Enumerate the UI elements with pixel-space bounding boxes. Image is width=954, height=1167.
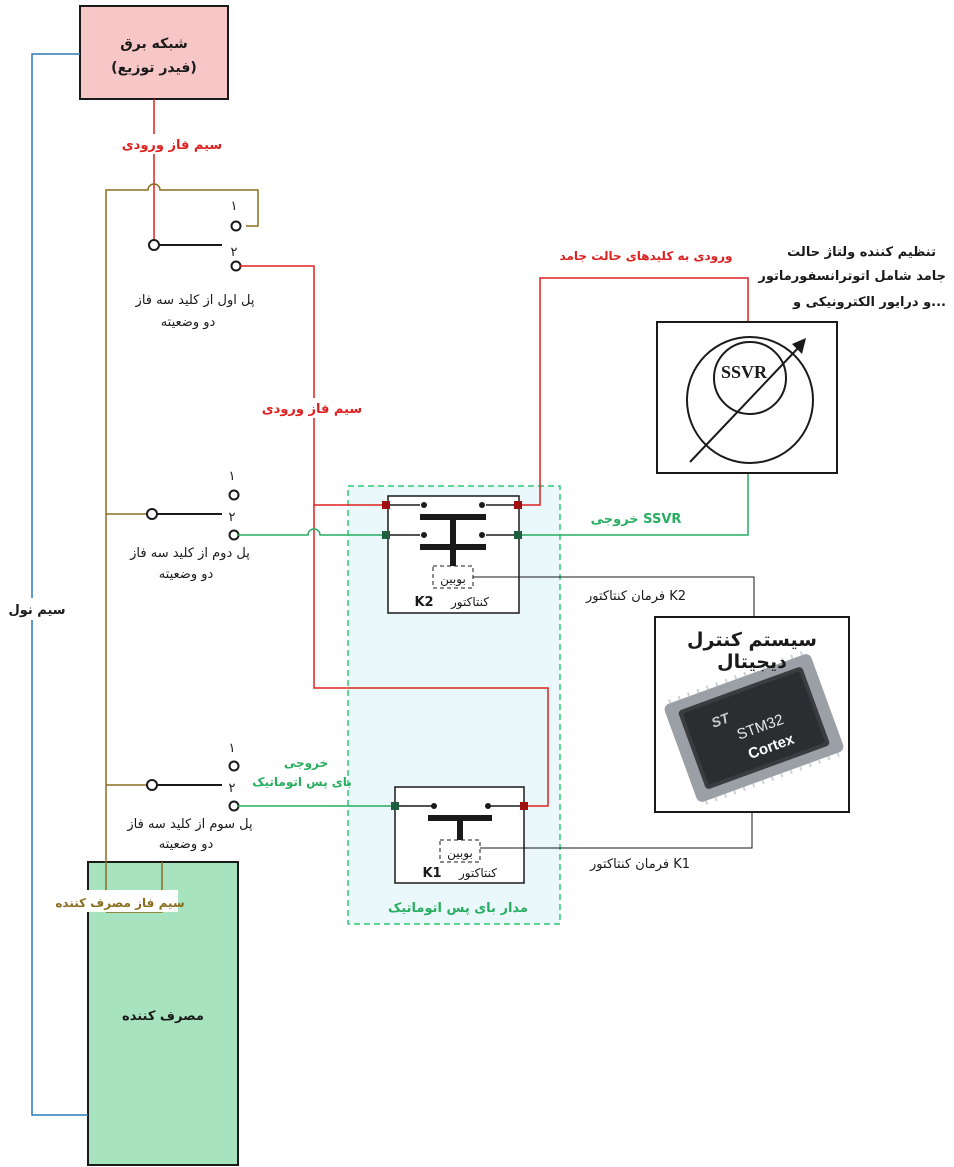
switch-pole-1-terminal-2 — [230, 260, 242, 272]
switch-pole-1-common-terminal — [148, 239, 160, 251]
digital-control-system: ST STM32 Cortex سیستم کنترل دیجیتال — [654, 616, 850, 813]
switch-pole-2-common-terminal — [146, 508, 158, 520]
ssvr-block: SSVR — [656, 321, 838, 474]
contactor-k2-terminal-br — [514, 531, 522, 539]
ssvr-input-wire — [518, 277, 749, 506]
ssvr-title: SSVR — [721, 362, 768, 382]
bypass-output-label-line2: بای پس اتوماتیک — [252, 775, 352, 790]
switch-pole-1-pos2-label: ۲ — [231, 245, 238, 260]
phase-input-label-mid: سیم فاز ورودی — [262, 402, 362, 417]
contactor-k1-coil — [439, 839, 481, 863]
phase-input-distribution-wire — [240, 265, 386, 506]
switch-pole-2-terminal-2 — [228, 529, 240, 541]
contactor-k1-terminal-l — [391, 802, 399, 810]
contactor-k2-label: کنتاکتور — [450, 595, 489, 610]
ssvr-input-label: ورودی به کلیدهای حالت جامد — [560, 249, 733, 264]
ssvr-desc-line2: جامد شامل اتوترانسفورماتور — [757, 269, 946, 284]
ssvr-desc-line1: تنظیم کننده ولتاژ حالت — [787, 245, 936, 260]
contactor-k2-coil-label: بوبین — [440, 572, 466, 587]
switch-pole-3-label-line2: دو وضعیته — [159, 837, 214, 852]
contactor-k1: بوبین کنتاکتور K1 — [391, 786, 528, 884]
switch-pole-2-terminal-1 — [228, 489, 240, 501]
switch-pole-1-pos1-label: ۱ — [231, 199, 238, 214]
contactor-k2-terminal-tr — [514, 501, 522, 509]
neutral-wire-label: سیم نول — [8, 603, 65, 618]
stm32-chip-image: ST STM32 Cortex — [664, 651, 844, 805]
pole2-output-wire — [238, 528, 386, 536]
ssvr-output-wire — [518, 473, 749, 536]
consumer-phase-label: سیم فاز مصرف کننده — [55, 896, 184, 910]
ssvr-output-label: خروجی SSVR — [591, 512, 682, 527]
chip-logo: ST — [709, 709, 733, 731]
switch-pole-2-label-line1: پل دوم از کلید سه فاز — [129, 546, 250, 561]
switch-pole-2-label-line2: دو وضعیته — [159, 567, 214, 582]
grid-feeder-label-line1: شبکه برق — [120, 36, 187, 52]
contactor-k1-terminal-r — [520, 802, 528, 810]
k1-command-wire — [480, 812, 753, 849]
bypass-region-label: مدار بای پس اتوماتیک — [388, 901, 528, 916]
switch-pole-1-label-line1: پل اول از کلید سه فاز — [135, 293, 255, 308]
contactor-k2: بوبین کنتاکتور K2 — [382, 495, 522, 614]
phase-input-label-top: سیم فاز ورودی — [122, 138, 222, 153]
control-title-line1: سیستم کنترل — [687, 629, 817, 651]
bypass-output-label-line1: خروجی — [284, 756, 328, 771]
phase-to-bypass-wire — [313, 505, 549, 807]
switch-pole-3-pos2-label: ۲ — [229, 781, 236, 796]
consumer-phase-bus — [105, 183, 259, 912]
switch-pole-2-pos2-label: ۲ — [229, 510, 236, 525]
switch-pole-1-label-line2: دو وضعیته — [161, 315, 216, 330]
ssvr-box — [656, 321, 838, 474]
switch-pole-3-common-terminal — [146, 779, 158, 791]
switch-pole-3: ۱ ۲ پل سوم از کلید سه فاز دو وضعیته — [126, 741, 253, 852]
switch-pole-3-label-line1: پل سوم از کلید سه فاز — [126, 817, 253, 832]
ssvr-variable-arrow — [689, 345, 801, 463]
ssvr-desc-line3: و درایور الکترونیکی و... — [792, 295, 946, 310]
ssvr-arrow-head — [792, 338, 806, 354]
k2-command-label: فرمان کنتاکتور K2 — [585, 589, 686, 604]
control-title-line2: دیجیتال — [717, 651, 787, 673]
switch-pole-3-pos1-label: ۱ — [229, 741, 236, 756]
switch-pole-3-terminal-2 — [228, 800, 240, 812]
grid-feeder-box — [79, 5, 229, 100]
contactor-k1-coil-label: بوبین — [447, 846, 473, 861]
switch-pole-3-terminal-1 — [228, 760, 240, 772]
k2-command-wire — [473, 576, 755, 617]
contactor-k1-label: کنتاکتور — [458, 866, 497, 881]
k1-command-label: فرمان کنتاکتور K1 — [589, 857, 690, 872]
switch-pole-2: ۱ ۲ پل دوم از کلید سه فاز دو وضعیته — [129, 469, 250, 582]
switch-pole-2-pos1-label: ۱ — [229, 469, 236, 484]
grid-feeder-label-line2: (فیدر توزیع) — [111, 60, 197, 76]
contactor-k2-terminal-bl — [382, 531, 390, 539]
contactor-k2-id: K2 — [414, 595, 433, 610]
switch-pole-1-terminal-1 — [230, 220, 242, 232]
contactor-k1-id: K1 — [422, 866, 441, 881]
consumer-label: مصرف کننده — [122, 1009, 204, 1024]
contactor-k2-terminal-tl — [382, 501, 390, 509]
switch-pole-1: ۱ ۲ پل اول از کلید سه فاز دو وضعیته — [135, 199, 255, 330]
neutral-wire — [31, 53, 88, 1116]
